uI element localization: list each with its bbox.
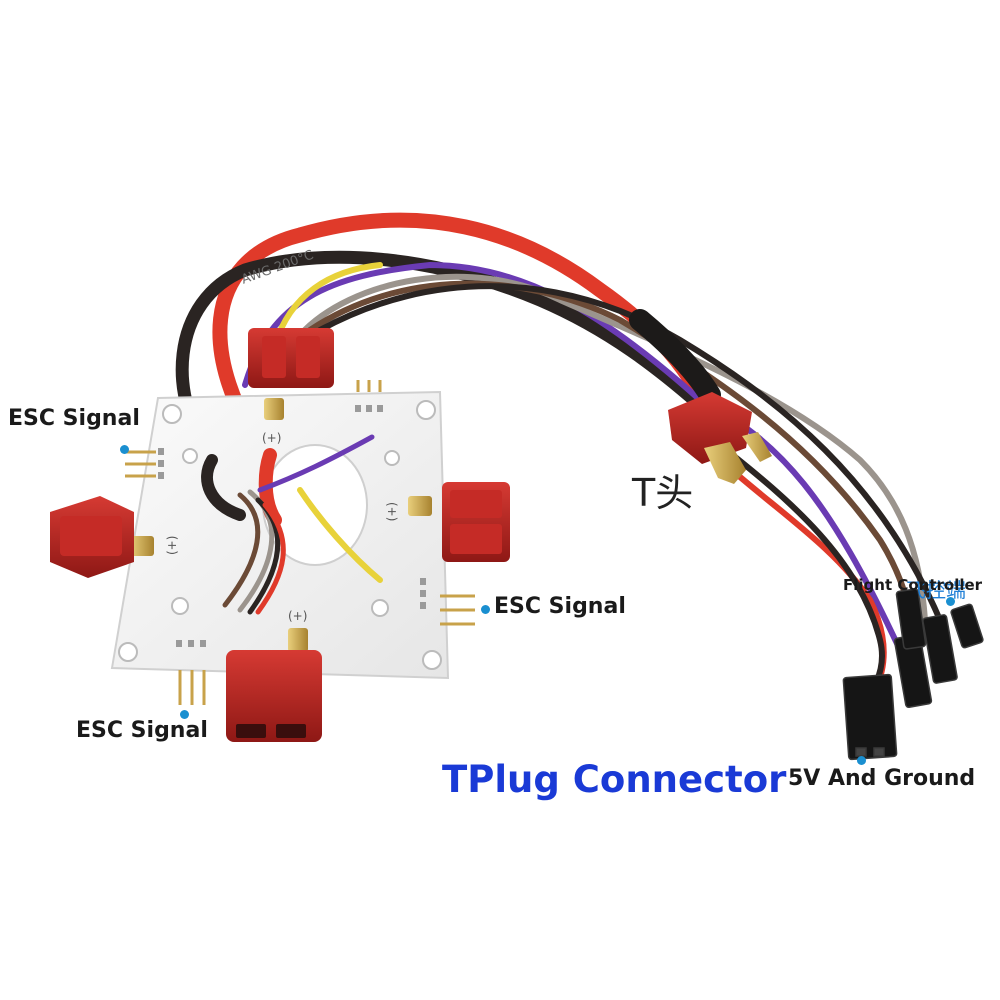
black-power-wire	[175, 250, 707, 467]
t-plug-right	[442, 482, 510, 562]
label-5v-and-ground: 5V And Ground	[788, 766, 976, 791]
polarity-mark-bottom: (+)	[288, 609, 307, 623]
polarity-mark-top: (+)	[262, 431, 281, 445]
polarity-mark-left: (+)	[165, 536, 179, 555]
wire-bundle	[175, 212, 943, 693]
t-plug-lead	[668, 392, 772, 484]
marker-dot-5v	[857, 756, 866, 765]
label-esc-signal-right: ESC Signal	[494, 594, 626, 619]
page-title: TPlug Connector	[442, 758, 787, 801]
marker-dot-fc	[946, 597, 955, 606]
t-plug-top	[248, 328, 334, 388]
label-esc-signal-bottom: ESC Signal	[76, 718, 208, 743]
dupont-connectors	[842, 588, 984, 761]
marker-dot-left	[120, 445, 129, 454]
heat-shrink	[629, 309, 721, 406]
label-esc-signal-left: ESC Signal	[8, 406, 140, 431]
marker-dot-right	[481, 605, 490, 614]
polarity-mark-right: (+)	[385, 502, 399, 521]
t-plug-left	[50, 496, 134, 578]
t-plug-bottom	[226, 650, 322, 742]
center-wires	[201, 434, 383, 615]
marker-dot-bottom	[180, 710, 189, 719]
label-flight-controller-cn: 飞控端	[906, 578, 966, 602]
label-t-plug: T头	[632, 471, 694, 515]
black-thin-wire	[317, 283, 943, 623]
label-flight-controller: Flight Controller	[843, 576, 983, 594]
black-5v-wire	[717, 442, 885, 693]
pin-headers	[125, 380, 475, 705]
